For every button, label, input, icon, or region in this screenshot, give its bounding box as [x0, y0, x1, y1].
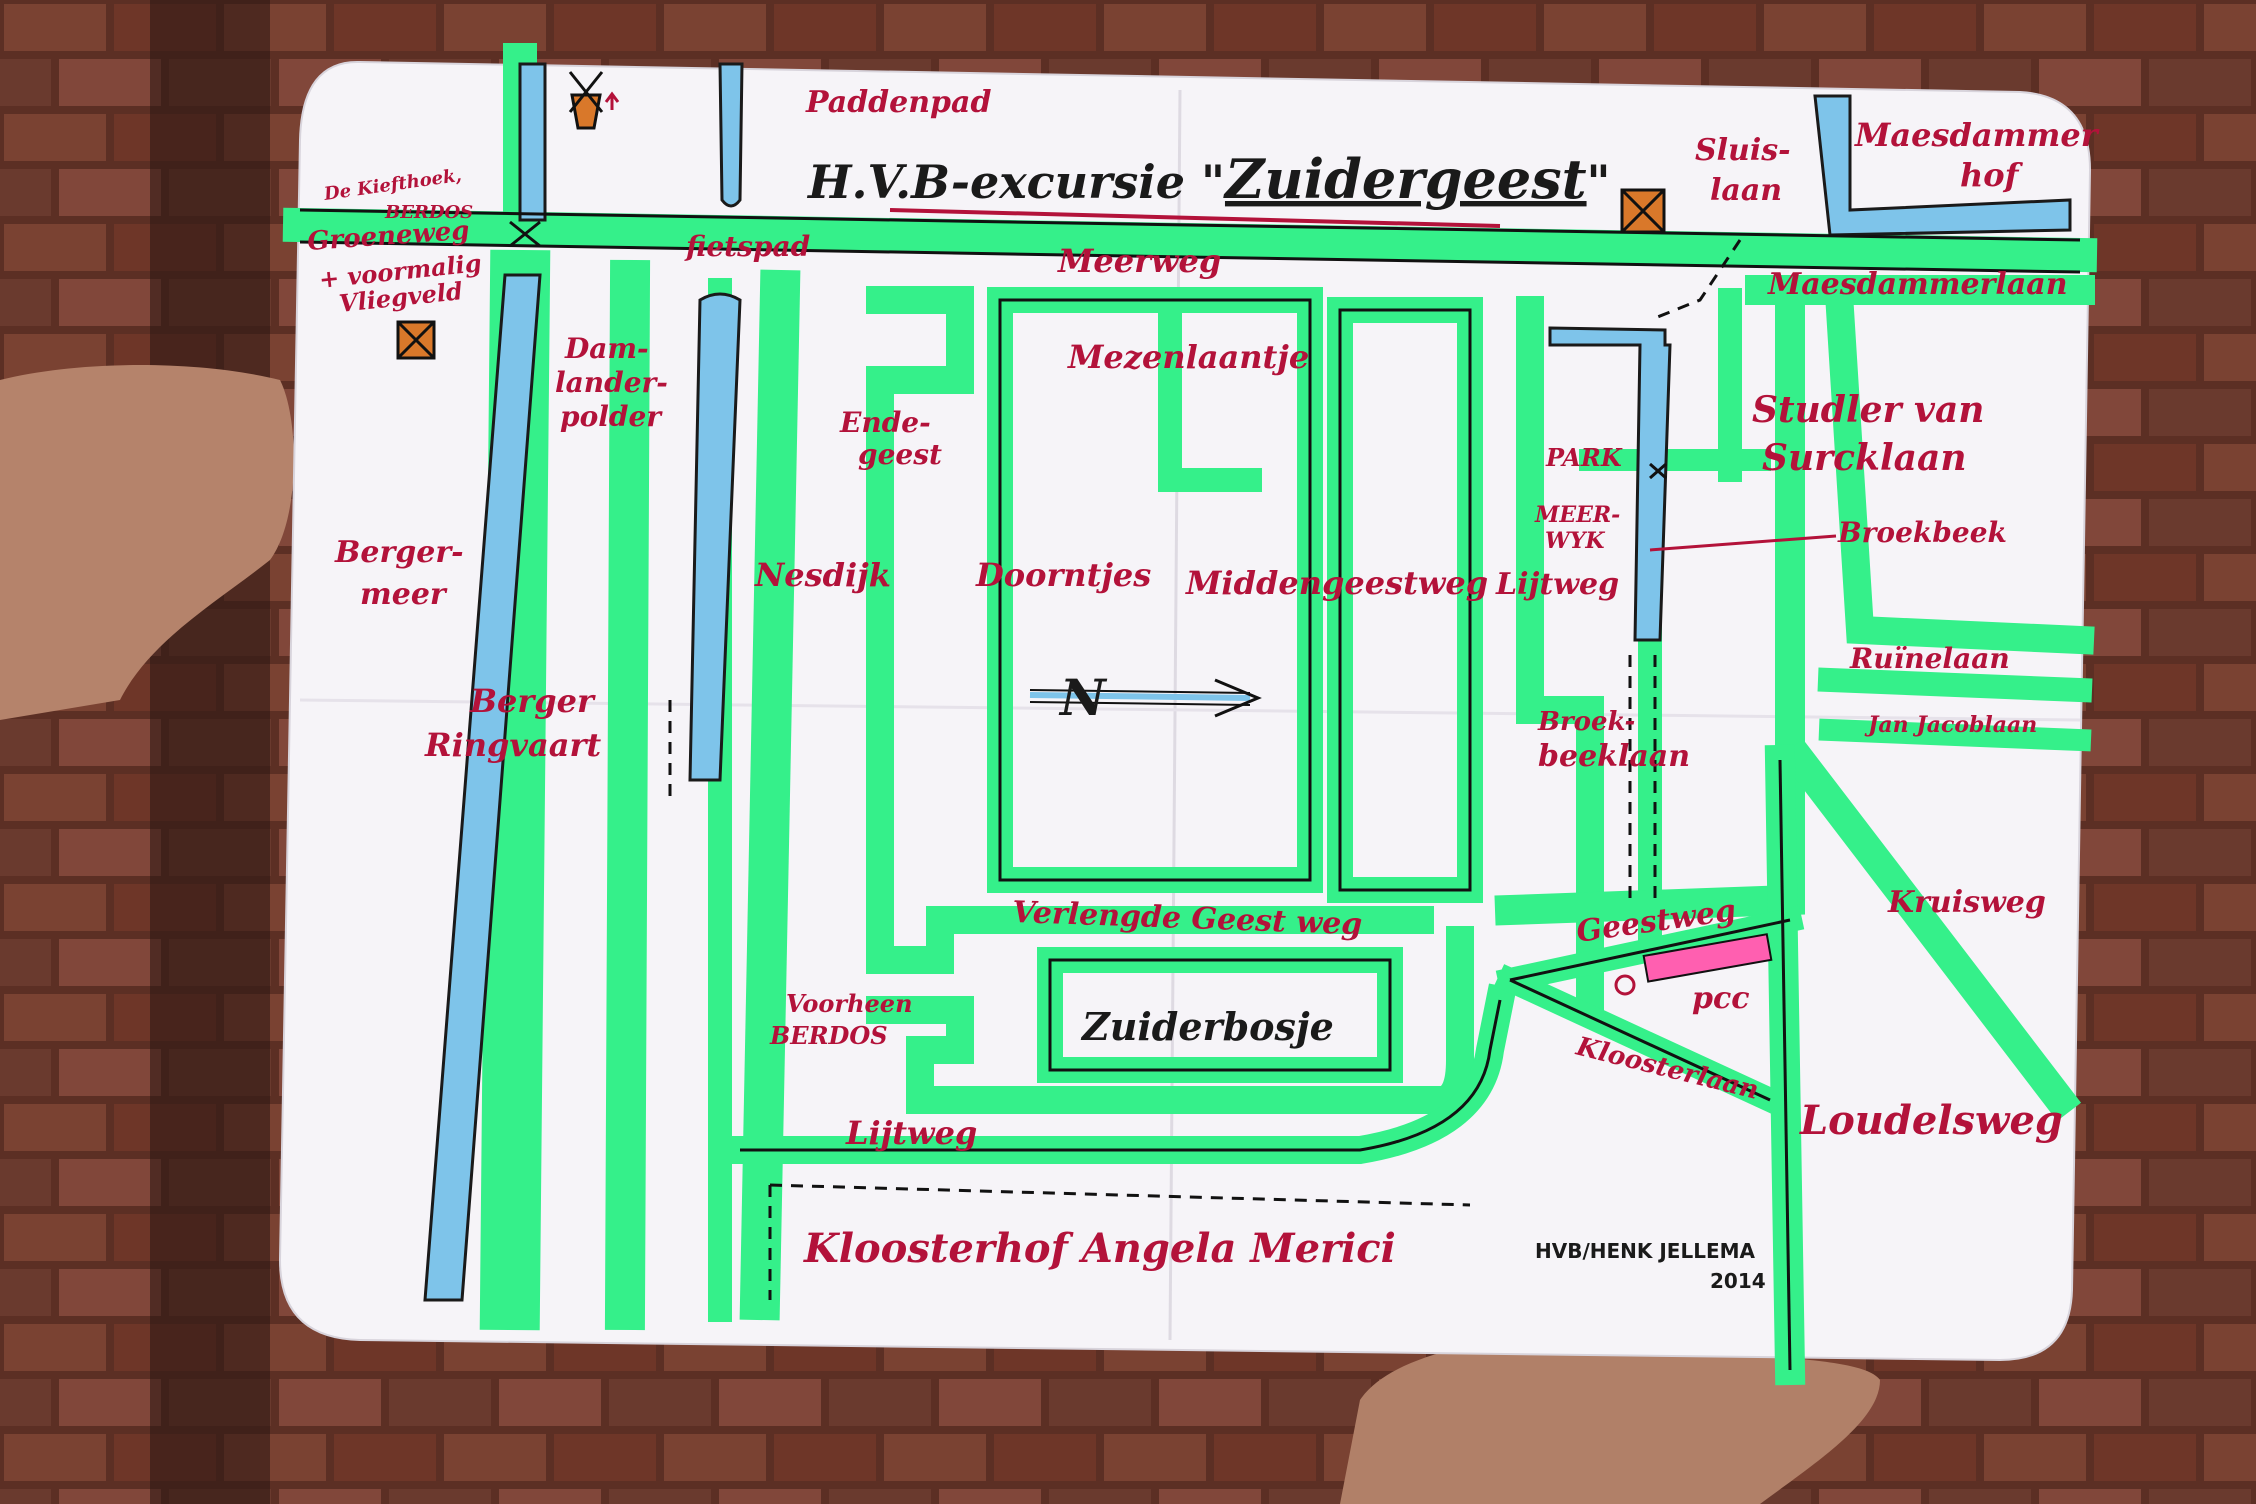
street-labels: Paddenpad De Kiefthoek, BERDOS Groeneweg… [306, 85, 2099, 1272]
label-damlanderpolder-2: lander- [555, 366, 668, 399]
label-maesdammerhof-1: Maesdammer [1854, 116, 2100, 154]
map-title: H.V.B-excursie "Zuidergeest" [806, 147, 1611, 211]
north-arrow-icon: N [1029, 668, 1262, 727]
label-janjacoblaan: Jan Jacoblaan [1864, 712, 2037, 738]
label-ruinelaan: Ruïnelaan [1849, 642, 2010, 675]
credit-author: HVB/HENK JELLEMA [1535, 1239, 1756, 1263]
canals [423, 62, 2072, 1302]
label-maesdammerhof-2: hof [1960, 156, 2024, 194]
label-pcc: pcc [1692, 981, 1750, 1016]
building-icon [396, 320, 436, 360]
label-lijtweg-right: Lijtweg [1495, 567, 1619, 602]
label-doorntjes: Doorntjes [975, 556, 1151, 594]
label-paddenpad: Paddenpad [805, 85, 991, 120]
dashed-paths [668, 239, 1742, 1300]
building-icon [1620, 188, 1666, 234]
pcc-block [1642, 933, 1773, 983]
title-prefix: H.V.B-excursie " [806, 155, 1225, 209]
label-endegeest-2: geest [858, 438, 942, 471]
title-main: Zuidergeest [1223, 147, 1587, 211]
pcc-marker-icon [1614, 974, 1636, 996]
label-zuiderbosje: Zuiderbosje [1080, 1004, 1334, 1049]
title-underline [889, 208, 1501, 228]
north-label: N [1058, 668, 1108, 727]
title-suffix: " [1587, 155, 1611, 209]
broekbeek-pointer [1649, 534, 1837, 552]
label-kiefthoek-berdos: BERDOS [384, 202, 473, 223]
label-mezenlaantje: Mezenlaantje [1067, 338, 1309, 376]
left-hand [0, 365, 294, 720]
road-outlines [299, 208, 2081, 1371]
label-bergermeer-2: meer [360, 577, 448, 612]
label-middengeestweg: Middengeestweg [1185, 564, 1488, 602]
label-maesdammerlaan: Maesdammerlaan [1767, 267, 2068, 302]
label-studler-1: Studler van [1752, 389, 1984, 431]
bridge-icon [509, 220, 1667, 480]
label-damlanderpolder-1: Dam- [564, 332, 649, 365]
bottom-hand [1340, 1336, 1880, 1504]
label-meerwijk-2: WYK [1545, 528, 1605, 554]
label-loudelsweg: Loudelsweg [1799, 1097, 2063, 1144]
label-broekbeek: Broekbeek [1837, 516, 2007, 549]
label-berger-ringvaart-1: Berger [469, 682, 596, 720]
label-voorheen: Voorheen [786, 989, 913, 1018]
label-kruisweg: Kruisweg [1887, 885, 2046, 920]
label-broekbeeklaan-1: Broek- [1537, 707, 1635, 737]
label-sluislaan-2: laan [1710, 173, 1782, 208]
label-park: PARK [1545, 443, 1623, 472]
label-sluislaan-1: Sluis- [1695, 133, 1791, 168]
label-berger-ringvaart-2: Ringvaart [424, 726, 601, 764]
wall-shadow [150, 0, 270, 1504]
label-endegeest-1: Ende- [839, 406, 931, 439]
label-nesdijk: Nesdijk [754, 556, 891, 594]
label-lijtweg-bottom: Lijtweg [845, 1114, 977, 1152]
label-kloosterhof: Kloosterhof Angela Merici [803, 1225, 1396, 1272]
label-studler-2: Surcklaan [1762, 437, 1967, 479]
windmill-icon [568, 71, 620, 130]
label-bergermeer-1: Berger- [334, 535, 464, 570]
label-meerweg: Meerweg [1057, 242, 1221, 280]
label-fietspad: fietspad [684, 230, 810, 263]
label-voorheen-berdos: BERDOS [769, 1021, 888, 1050]
label-damlanderpolder-3: polder [560, 400, 663, 433]
label-broekbeeklaan-2: beeklaan [1538, 739, 1690, 774]
credit-year: 2014 [1710, 1269, 1766, 1293]
label-meerwijk-1: MEER- [1534, 502, 1620, 528]
